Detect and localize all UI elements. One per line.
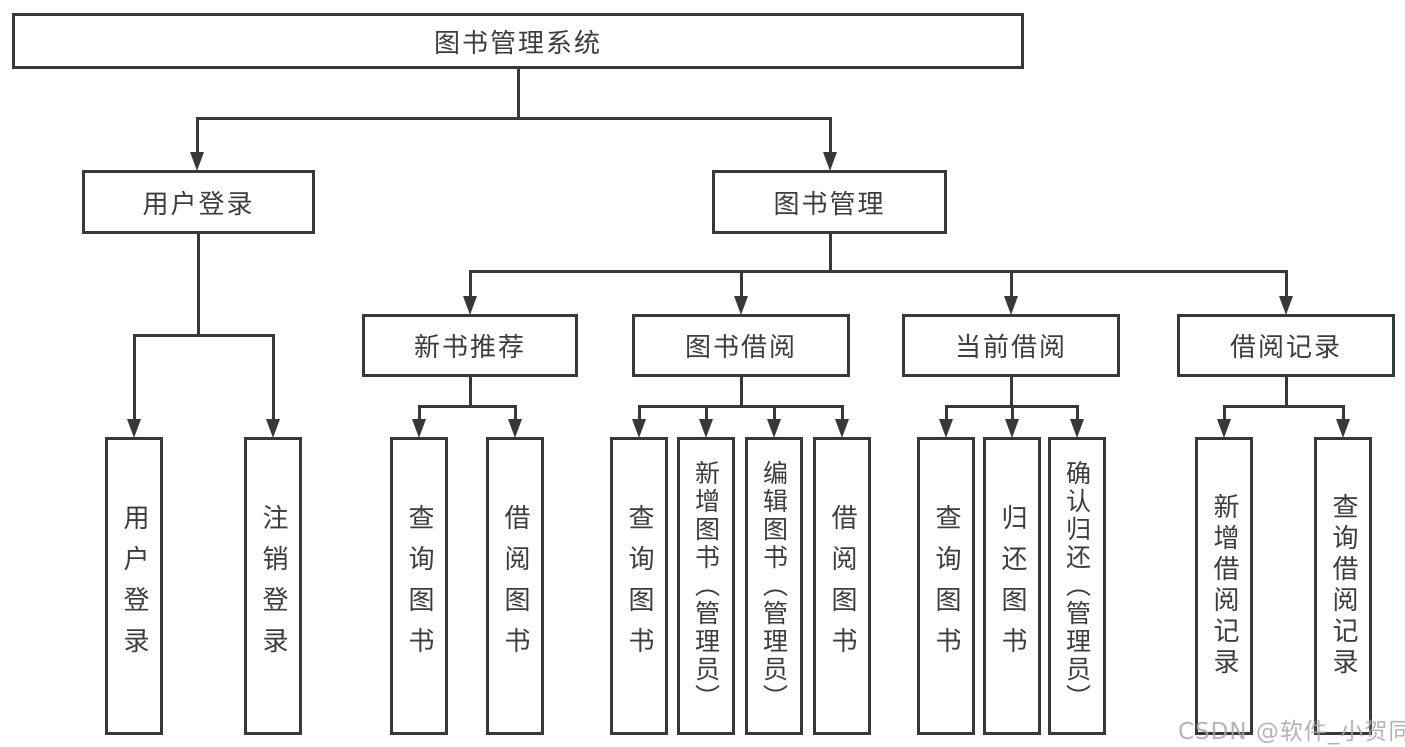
node-user-login-label: 用户登录 [142, 189, 255, 220]
node-leaf-logout-label: 注销登录 [258, 504, 288, 668]
connector-line [196, 233, 200, 336]
node-borrow-records: 借阅记录 [1177, 314, 1395, 377]
node-leaf-user-login: 用户登录 [105, 437, 163, 735]
connector-line [944, 404, 1079, 408]
node-leaf-query-books-1: 查询图书 [390, 437, 448, 735]
node-leaf-confirm-return-admin-label: 确认归还（管理员） [1062, 460, 1092, 712]
node-leaf-logout: 注销登录 [244, 437, 302, 735]
connector-line [1284, 377, 1288, 408]
connector-line [513, 405, 517, 420]
connector-line [637, 405, 641, 420]
node-current-borrowing-label: 当前借阅 [954, 333, 1067, 363]
node-leaf-add-borrow-record-label: 新增借阅记录 [1209, 493, 1239, 679]
arrowhead-down-icon [1070, 419, 1084, 438]
node-book-management: 图书管理 [712, 170, 947, 234]
node-new-book-recommend: 新书推荐 [362, 314, 578, 377]
arrowhead-down-icon [127, 419, 141, 438]
connector-line [828, 234, 832, 273]
connector-line [1009, 270, 1013, 298]
connector-line [417, 405, 421, 420]
connector-line [772, 405, 776, 420]
connector-line [637, 404, 844, 408]
connector-line [1010, 405, 1014, 420]
node-leaf-borrow-books-1-label: 借阅图书 [500, 504, 530, 668]
csdn-watermark: CSDN @软件_小贺同学 [1178, 719, 1405, 745]
node-borrow-records-label: 借阅记录 [1229, 333, 1342, 363]
node-leaf-query-borrow-record: 查询借阅记录 [1314, 437, 1372, 735]
connector-line [132, 334, 136, 420]
node-book-borrowing-label: 图书借阅 [684, 333, 797, 363]
connector-line [739, 377, 743, 408]
node-leaf-borrow-books-1: 借阅图书 [486, 437, 544, 735]
node-book-management-label: 图书管理 [773, 189, 886, 220]
arrowhead-down-icon [1005, 419, 1019, 438]
arrowhead-down-icon [463, 296, 477, 315]
connector-line [132, 333, 275, 337]
connector-line [195, 117, 199, 153]
arrowhead-down-icon [266, 419, 280, 438]
arrowhead-down-icon [835, 419, 849, 438]
node-leaf-query-books-1-label: 查询图书 [404, 504, 434, 668]
connector-line [1222, 405, 1226, 420]
connector-line [468, 377, 472, 408]
node-root-label: 图书管理系统 [433, 28, 602, 59]
node-book-borrowing: 图书借阅 [632, 314, 850, 377]
connector-line [1284, 270, 1288, 298]
arrowhead-down-icon [734, 296, 748, 315]
connector-line [944, 405, 948, 420]
connector-line [840, 405, 844, 420]
arrowhead-down-icon [767, 419, 781, 438]
node-leaf-borrow-books-2-label: 借阅图书 [827, 504, 857, 668]
node-leaf-add-book-admin: 新增图书（管理员） [677, 437, 735, 735]
connector-line [1222, 404, 1345, 408]
arrowhead-down-icon [508, 419, 522, 438]
node-leaf-return-books-label: 归还图书 [997, 504, 1027, 668]
arrowhead-down-icon [1279, 296, 1293, 315]
node-leaf-add-borrow-record: 新增借阅记录 [1195, 437, 1253, 735]
arrowhead-down-icon [823, 152, 837, 171]
node-root: 图书管理系统 [12, 13, 1024, 69]
arrowhead-down-icon [1004, 296, 1018, 315]
connector-line [1341, 405, 1345, 420]
connector-line [468, 270, 472, 298]
node-leaf-query-books-3-label: 查询图书 [931, 504, 961, 668]
node-leaf-return-books: 归还图书 [983, 437, 1041, 735]
node-user-login: 用户登录 [82, 170, 315, 234]
arrowhead-down-icon [632, 419, 646, 438]
connector-line [271, 334, 275, 420]
arrowhead-down-icon [412, 419, 426, 438]
connector-line [1075, 405, 1079, 420]
node-leaf-query-books-2: 查询图书 [610, 437, 668, 735]
node-new-book-recommend-label: 新书推荐 [413, 333, 526, 363]
arrowhead-down-icon [1336, 419, 1350, 438]
node-leaf-add-book-admin-label: 新增图书（管理员） [691, 460, 721, 712]
connector-line [704, 405, 708, 420]
node-leaf-query-books-2-label: 查询图书 [624, 504, 654, 668]
node-leaf-confirm-return-admin: 确认归还（管理员） [1048, 437, 1106, 735]
connector-line [828, 117, 832, 153]
node-current-borrowing: 当前借阅 [902, 314, 1120, 377]
node-leaf-query-borrow-record-label: 查询借阅记录 [1328, 493, 1358, 679]
node-leaf-borrow-books-2: 借阅图书 [813, 437, 871, 735]
connector-line [1009, 377, 1013, 408]
node-leaf-query-books-3: 查询图书 [917, 437, 975, 735]
connector-line [195, 116, 832, 120]
connector-line [739, 270, 743, 298]
node-leaf-edit-book-admin: 编辑图书（管理员） [745, 437, 803, 735]
connector-line [468, 269, 1288, 273]
connector-line [516, 69, 520, 118]
node-leaf-edit-book-admin-label: 编辑图书（管理员） [759, 460, 789, 712]
arrowhead-down-icon [190, 152, 204, 171]
arrowhead-down-icon [1217, 419, 1231, 438]
connector-line [417, 404, 517, 408]
node-leaf-user-login-label: 用户登录 [119, 504, 149, 668]
arrowhead-down-icon [939, 419, 953, 438]
arrowhead-down-icon [699, 419, 713, 438]
